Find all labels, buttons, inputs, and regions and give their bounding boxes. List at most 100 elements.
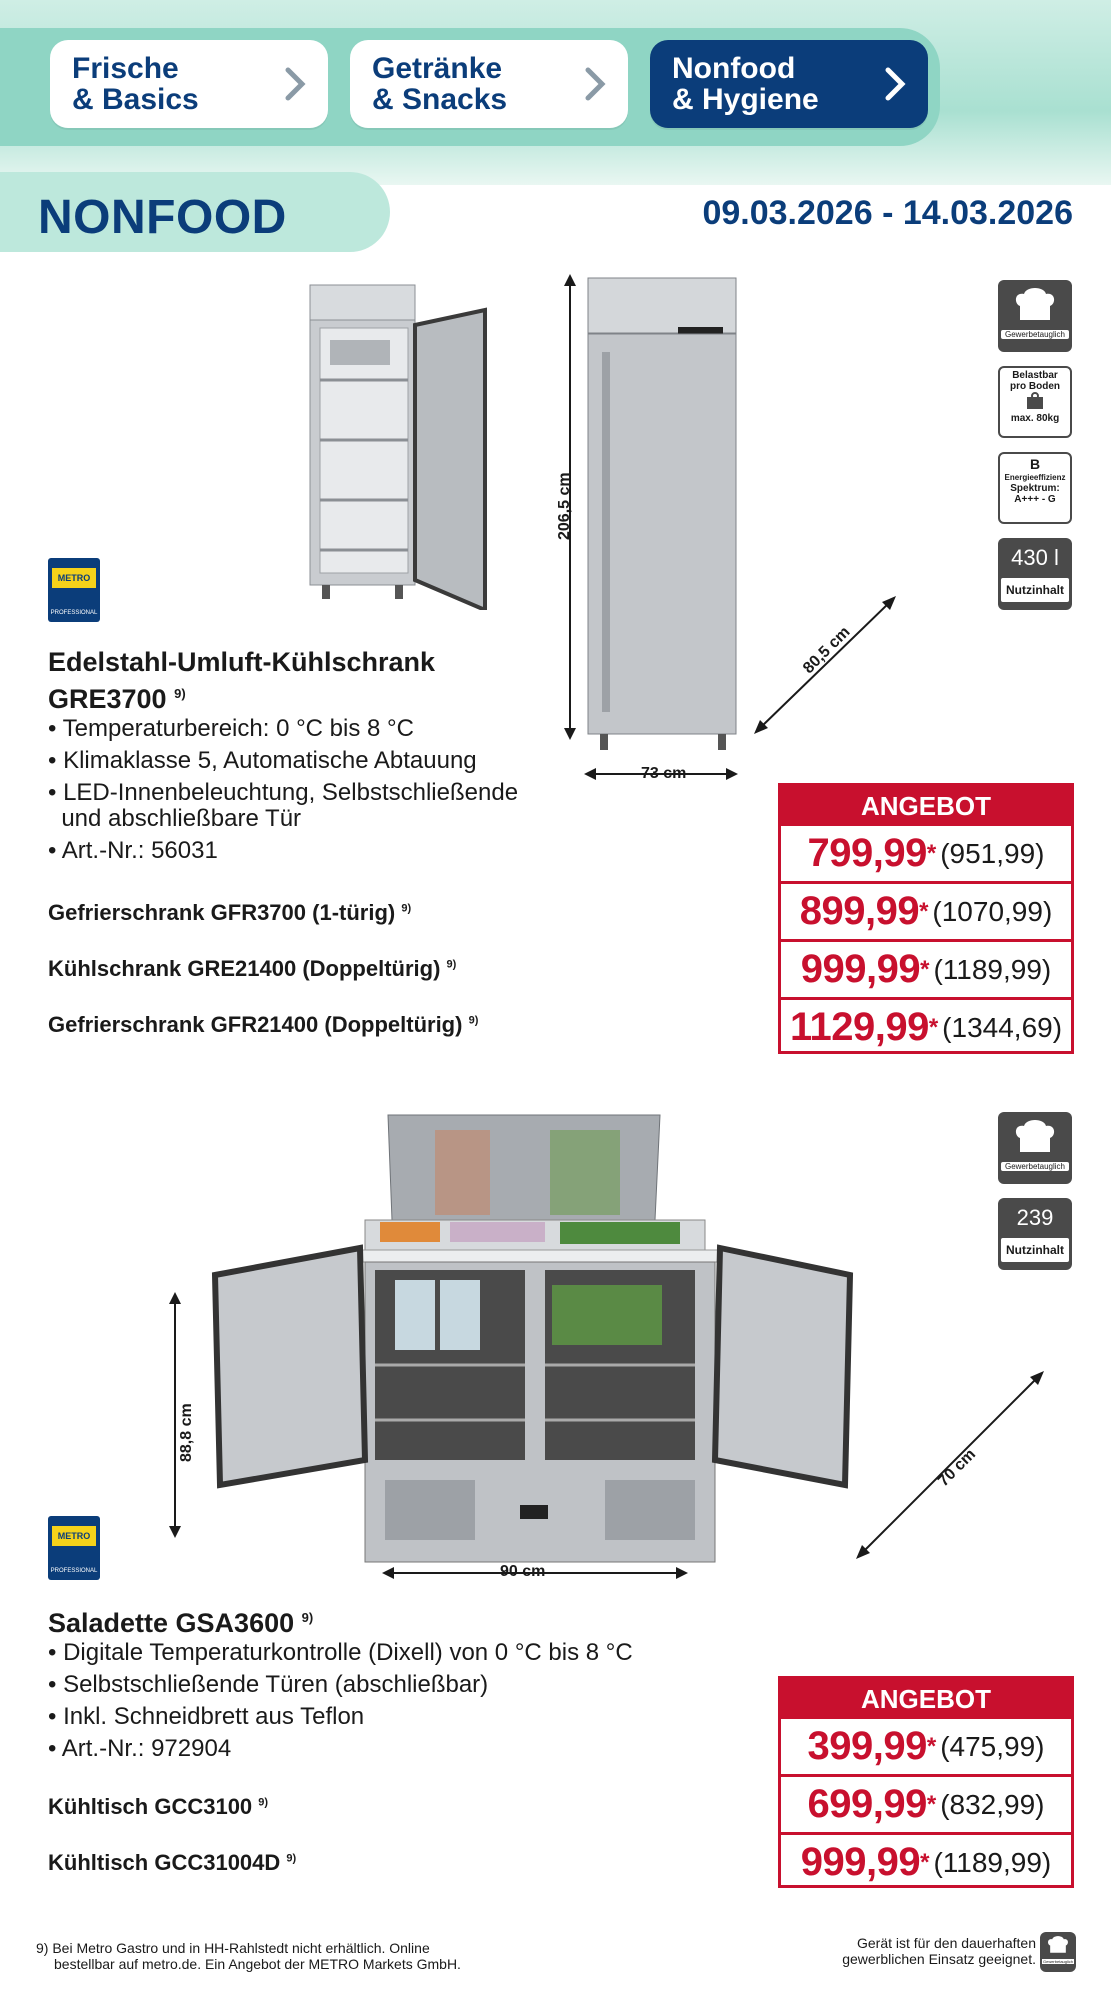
variant-item: Gefrierschrank GFR21400 (Doppeltürig) 9): [48, 1012, 478, 1038]
price-star: *: [920, 955, 930, 983]
metro-professional-logo: METRO PROFESSIONAL: [48, 558, 100, 622]
footnote-ref: 9): [258, 1796, 269, 1809]
energy-efficiency-badge: B Energieeffizienz Spektrum: A+++ - G: [998, 452, 1072, 524]
price-net: 999,99: [800, 1840, 921, 1884]
price-net: 699,99: [807, 1782, 928, 1826]
variant-item: Kühlschrank GRE21400 (Doppeltürig) 9): [48, 956, 456, 982]
volume-badge: 430 l Nutzinhalt: [998, 538, 1072, 610]
price-star: *: [919, 897, 929, 925]
price-row: 399,99*(475,99): [781, 1719, 1071, 1774]
height-arrow: [169, 1292, 181, 1538]
price-net: 999,99: [800, 947, 921, 991]
price-row: 899,99*(1070,99): [781, 881, 1071, 939]
volume-badge: 239 Nutzinhalt: [998, 1198, 1072, 1270]
price-gross: (475,99): [940, 1730, 1045, 1762]
energy-class: B: [1029, 456, 1041, 472]
legend-badge-label: Gewerbetauglich: [1042, 1959, 1074, 1964]
footnote-ref: 9): [286, 1852, 297, 1865]
feature-item: • Temperaturbereich: 0 °C bis 8 °C: [48, 715, 414, 742]
saladette-image: [211, 1114, 854, 1579]
footnote-ref: 9): [174, 686, 186, 701]
product-title-line2: GRE3700: [48, 684, 167, 714]
metro-professional-logo: METRO PROFESSIONAL: [48, 1516, 100, 1580]
volume-label: Nutzinhalt: [1001, 1238, 1069, 1262]
tab-frische-basics[interactable]: Frische & Basics: [50, 40, 328, 128]
logo-sub: PROFESSIONAL: [50, 1568, 98, 1574]
footnote-ref: 9): [468, 1014, 479, 1027]
price-star: *: [928, 1013, 939, 1041]
tab-label: Nonfood & Hygiene: [672, 52, 819, 116]
price-net: 1129,99: [789, 1005, 929, 1049]
variant-name: Gefrierschrank GFR21400 (Doppeltürig): [48, 1012, 463, 1037]
variant-name: Gefrierschrank GFR3700 (1-türig): [48, 900, 396, 925]
chef-hat-icon: [1015, 288, 1055, 320]
energy-spectrum: A+++ - G: [1014, 494, 1056, 505]
date-range: 09.03.2026 - 14.03.2026: [702, 194, 1073, 232]
footnote-line: bestellbar auf metro.de. Ein Angebot der…: [54, 1956, 461, 1972]
load-line1: Belastbar: [1012, 370, 1058, 381]
price-row: 999,99*(1189,99): [781, 1832, 1071, 1890]
chevron-right-icon: [285, 67, 306, 101]
volume-value: 430 l: [1011, 545, 1059, 570]
load-capacity-badge: Belastbar pro Boden max. 80kg: [998, 366, 1072, 438]
fridge-closed-dimension-image: [564, 274, 738, 780]
price-star: *: [926, 1790, 937, 1818]
volume-label: Nutzinhalt: [1001, 578, 1069, 602]
variant-name: Kühlschrank GRE21400 (Doppeltürig): [48, 956, 441, 981]
commercial-use-badge: Gewerbetauglich: [998, 280, 1072, 352]
variant-name: Kühltisch GCC31004D: [48, 1850, 281, 1875]
feature-list: • Digitale Temperaturkontrolle (Dixell) …: [48, 1640, 668, 1762]
price-row: 699,99*(832,99): [781, 1774, 1071, 1832]
feature-item: • Klimaklasse 5, Automatische Abtauung: [48, 747, 477, 774]
tab-getraenke-snacks[interactable]: Getränke & Snacks: [350, 40, 628, 128]
feature-item: • Inkl. Schneidbrett aus Teflon: [48, 1703, 365, 1730]
footnote-ref: 9): [301, 1610, 314, 1625]
depth-arrow: [754, 596, 896, 734]
energy-spectrum-label: Spektrum:: [1010, 483, 1060, 494]
offer-header: ANGEBOT: [781, 1679, 1071, 1719]
price-gross: (1189,99): [933, 1846, 1052, 1878]
price-net: 899,99: [799, 889, 920, 933]
height-label: 206,5 cm: [556, 472, 573, 540]
price-net: 799,99: [807, 831, 928, 875]
price-box: ANGEBOT 399,99*(475,99) 699,99*(832,99) …: [778, 1676, 1074, 1888]
tab-label: Frische & Basics: [72, 52, 199, 116]
product-title-text: Saladette GSA3600: [48, 1608, 295, 1638]
height-label: 88,8 cm: [178, 1403, 195, 1462]
logo-sub: PROFESSIONAL: [50, 610, 98, 616]
width-label: 73 cm: [641, 765, 687, 782]
commercial-use-label: Gewerbetauglich: [1001, 1162, 1069, 1171]
feature-item: • Art.-Nr.: 56031: [48, 837, 218, 864]
feature-item: • Selbstschließende Türen (abschließbar): [48, 1671, 489, 1698]
tab-nonfood-hygiene[interactable]: Nonfood & Hygiene: [650, 40, 928, 128]
price-box: ANGEBOT 799,99*(951,99) 899,99*(1070,99)…: [778, 783, 1074, 1054]
price-gross: (1070,99): [932, 895, 1053, 927]
price-row: 999,99*(1189,99): [781, 939, 1071, 997]
price-star: *: [926, 1732, 937, 1760]
feature-item: • Art.-Nr.: 972904: [48, 1735, 232, 1762]
commercial-use-label: Gewerbetauglich: [1001, 330, 1069, 339]
price-star: *: [926, 839, 937, 867]
load-value: max. 80kg: [1010, 413, 1060, 424]
variant-item: Kühltisch GCC31004D 9): [48, 1850, 296, 1876]
legend-line: Gerät ist für den dauerhaften: [857, 1935, 1036, 1951]
footnote: 9) Bei Metro Gastro und in HH-Rahlstedt …: [36, 1940, 461, 1972]
logo-text: METRO: [52, 1526, 96, 1546]
depth-arrow: [856, 1371, 1044, 1559]
product-title: Saladette GSA3600 9): [48, 1602, 313, 1639]
offer-header: ANGEBOT: [781, 786, 1071, 826]
chevron-right-icon: [885, 67, 906, 101]
chevron-right-icon: [585, 67, 606, 101]
price-net: 399,99: [807, 1724, 928, 1768]
weight-icon: [1027, 392, 1043, 409]
logo-text: METRO: [52, 568, 96, 588]
price-gross: (1189,99): [933, 953, 1052, 985]
price-row: 799,99*(951,99): [781, 826, 1071, 881]
commercial-use-badge: Gewerbetauglich: [1040, 1932, 1076, 1972]
commercial-use-badge: Gewerbetauglich: [998, 1112, 1072, 1184]
price-star: *: [920, 1848, 930, 1876]
section-title: NONFOOD: [38, 191, 287, 244]
price-gross: (951,99): [940, 837, 1045, 869]
tab-label: Getränke & Snacks: [372, 52, 508, 116]
commercial-legend: Gerät ist für den dauerhaften gewerblich…: [800, 1935, 1036, 1967]
